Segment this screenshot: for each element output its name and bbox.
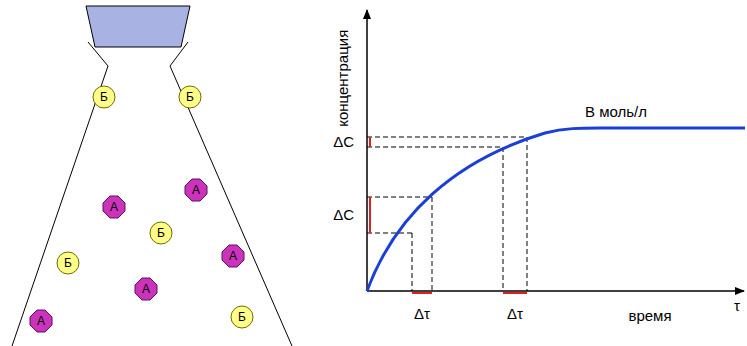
stopper — [86, 6, 190, 47]
molecule-letter: А — [102, 195, 126, 219]
molecule-letter: Б — [230, 305, 254, 329]
delta-label: ΔC — [333, 134, 354, 151]
axis-title: концентрация — [336, 29, 353, 126]
flask — [12, 42, 292, 346]
molecule-b: Б — [56, 251, 80, 275]
delta-label: ΔC — [333, 207, 354, 224]
molecule-b: Б — [230, 305, 254, 329]
molecule-a: А — [221, 244, 245, 268]
molecule-letter: А — [184, 178, 208, 202]
axis-title: время — [628, 308, 671, 325]
molecule-letter: Б — [149, 221, 173, 245]
molecule-letter: Б — [92, 85, 116, 109]
molecule-b: Б — [149, 221, 173, 245]
molecule-letter: А — [221, 244, 245, 268]
axes — [367, 10, 744, 291]
molecule-b: Б — [92, 85, 116, 109]
interval-marks — [370, 137, 527, 293]
molecule-a: А — [29, 309, 53, 333]
molecule-a: А — [134, 277, 158, 301]
molecule-a: А — [102, 195, 126, 219]
delta-label: Δτ — [414, 306, 430, 323]
guide-lines — [367, 137, 527, 291]
molecule-letter: Б — [56, 251, 80, 275]
molecule-b: Б — [178, 85, 202, 109]
molecule-letter: Б — [178, 85, 202, 109]
curve-label: В моль/л — [585, 104, 647, 121]
molecule-letter: А — [29, 309, 53, 333]
molecule-letter: А — [134, 277, 158, 301]
concentration-curve — [367, 128, 745, 291]
delta-label: Δτ — [507, 306, 523, 323]
molecule-a: А — [184, 178, 208, 202]
axis-symbol: τ — [734, 298, 740, 315]
